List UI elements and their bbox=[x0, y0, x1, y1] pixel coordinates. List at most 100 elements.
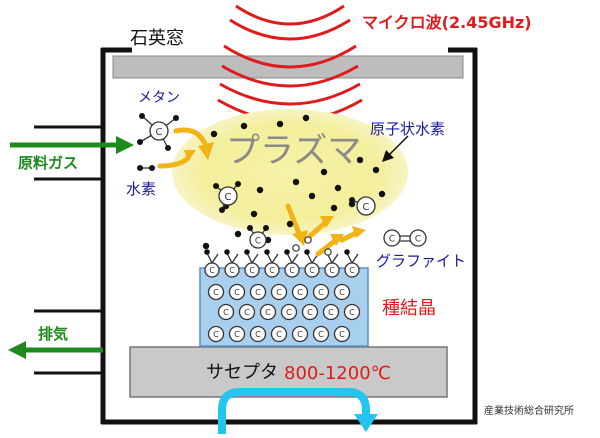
carbon-symbol: C bbox=[329, 266, 334, 275]
atomic-hydrogen-dot bbox=[292, 178, 300, 186]
carbon-symbol: C bbox=[229, 266, 234, 275]
ch-radical: C bbox=[349, 196, 376, 216]
carbon-symbol: C bbox=[255, 287, 261, 297]
carbon-symbol: C bbox=[307, 307, 313, 317]
hydrogen-atom bbox=[165, 145, 171, 151]
lattice-carbon-atom: C bbox=[301, 303, 319, 321]
atomic-hydrogen-dot bbox=[356, 156, 364, 164]
surface-hydrogen bbox=[304, 249, 310, 255]
surface-carbon-atom: C bbox=[284, 262, 300, 278]
temperature-label: 800-1200℃ bbox=[284, 363, 391, 384]
gas-ports bbox=[34, 125, 103, 375]
carbon-symbol: C bbox=[289, 266, 294, 275]
hydrogen-label: 水素 bbox=[126, 180, 156, 198]
lattice-carbon-atom: C bbox=[291, 325, 309, 343]
atomic-hydrogen-dot bbox=[330, 204, 338, 212]
atomic-hydrogen-dot bbox=[240, 122, 248, 130]
surface-hydrogen bbox=[264, 249, 270, 255]
carbon-symbol: C bbox=[209, 266, 214, 275]
atomic-hydrogen-dot bbox=[210, 130, 218, 138]
atomic-hydrogen-label: 原子状水素 bbox=[370, 120, 445, 138]
hydrogen-atom bbox=[213, 183, 219, 189]
carbon-symbol: C bbox=[363, 202, 370, 213]
radical-carbon: C bbox=[356, 196, 376, 216]
bond-line bbox=[251, 253, 259, 264]
carbon-symbol: C bbox=[339, 287, 345, 297]
chamber-walls bbox=[100, 47, 478, 425]
atomic-hydrogen-dot bbox=[372, 166, 380, 174]
carbon-symbol: C bbox=[156, 127, 163, 138]
atomic-hydrogen-dot bbox=[256, 186, 264, 194]
carbon-symbol: C bbox=[297, 329, 303, 339]
hydrogen-atom bbox=[304, 236, 312, 244]
ch3-radical: C bbox=[213, 181, 241, 213]
lattice-carbon-atom: C bbox=[207, 325, 225, 343]
bond-line bbox=[211, 253, 219, 264]
carbon-symbol: C bbox=[269, 266, 274, 275]
carbon-symbol: C bbox=[318, 329, 324, 339]
carbon-symbol: C bbox=[349, 307, 355, 317]
radical-carbon: C bbox=[218, 186, 238, 206]
carbon-symbol: C bbox=[309, 266, 314, 275]
hydrogen-dots bbox=[202, 114, 386, 250]
surface-carbon-atom: C bbox=[264, 262, 280, 278]
hydrogen-molecule bbox=[137, 165, 155, 171]
carbon-symbol: C bbox=[297, 287, 303, 297]
lattice-carbon-atom: C bbox=[270, 325, 288, 343]
bond-line bbox=[231, 253, 239, 264]
hydrogen-atom bbox=[219, 207, 225, 213]
lattice-carbon-atom: C bbox=[291, 283, 309, 301]
graphite-label: グラファイト bbox=[376, 252, 466, 270]
reaction-arrows bbox=[157, 127, 361, 257]
carbon-symbol: C bbox=[213, 329, 219, 339]
surface-hydrogen-pair bbox=[304, 236, 312, 244]
carbon-symbol: C bbox=[213, 287, 219, 297]
hydrogen-atom bbox=[137, 139, 143, 145]
methane-carbon: C bbox=[149, 121, 169, 141]
hydrogen-atom bbox=[247, 225, 253, 231]
lattice-carbon-atom: C bbox=[280, 303, 298, 321]
cooling-pipe bbox=[218, 388, 378, 434]
bond-line bbox=[331, 253, 339, 264]
bond-line bbox=[291, 253, 299, 264]
surface-hydrogen bbox=[344, 249, 350, 255]
lattice-carbon-atom: C bbox=[249, 283, 267, 301]
hydrogen-atom bbox=[263, 225, 269, 231]
carbon-symbol: C bbox=[328, 307, 334, 317]
lattice-carbon-atom: C bbox=[270, 283, 288, 301]
hydrogen-atom bbox=[139, 113, 145, 119]
source-gas-arrow bbox=[10, 136, 134, 154]
microwave-label: マイクロ波(2.45GHz) bbox=[362, 13, 532, 32]
atomic-hydrogen-dot bbox=[302, 114, 310, 122]
surface-carbon-atom: C bbox=[244, 262, 260, 278]
lattice-carbon-atom: C bbox=[333, 325, 351, 343]
surface-hydrogen bbox=[224, 249, 230, 255]
carbon-symbol: C bbox=[255, 329, 261, 339]
atomic-hydrogen-dot bbox=[334, 184, 342, 192]
hydrogen-atom bbox=[173, 115, 179, 121]
atomic-hydrogen-dot bbox=[378, 190, 386, 198]
exhaust-arrow bbox=[8, 341, 103, 359]
atomic-hydrogen-dot bbox=[202, 242, 210, 250]
lattice-carbon-atom: C bbox=[259, 303, 277, 321]
surface-hydrogen bbox=[204, 249, 210, 255]
methane-molecule: C bbox=[137, 113, 179, 151]
carbon-symbol: C bbox=[234, 287, 240, 297]
atomic-hydrogen-dot bbox=[308, 192, 316, 200]
carbon-symbol: C bbox=[265, 307, 271, 317]
bond-line bbox=[271, 253, 279, 264]
atomic-hydrogen-dot bbox=[276, 120, 284, 128]
hydrogen-atom bbox=[137, 165, 143, 171]
surface-carbon-atom: C bbox=[204, 262, 220, 278]
radical-carbon: C bbox=[249, 231, 267, 249]
plasma-label: プラズマ bbox=[226, 131, 361, 171]
surface-carbon-atom: C bbox=[344, 262, 360, 278]
graphite-carbon: C bbox=[383, 229, 401, 247]
carbon-symbol: C bbox=[234, 329, 240, 339]
susceptor-label: サセプタ bbox=[206, 362, 278, 383]
seed-crystal-label: 種結晶 bbox=[382, 298, 436, 319]
atomic-hydrogen-dot bbox=[234, 230, 242, 238]
